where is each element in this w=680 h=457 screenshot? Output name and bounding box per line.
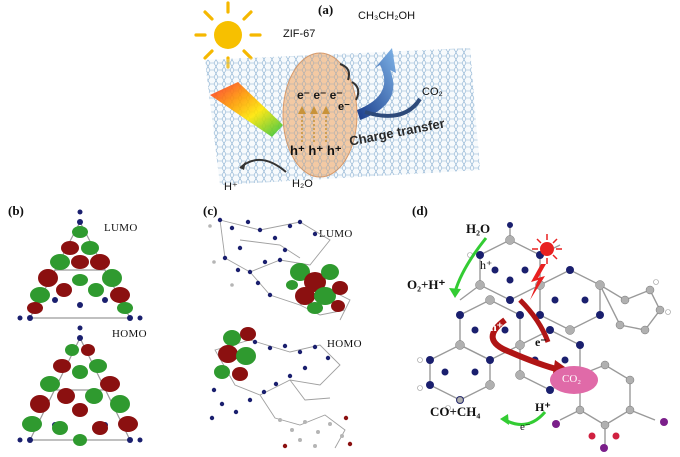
panel-d-electron-bottom-label: e⁻ bbox=[520, 421, 531, 433]
water-label: H₂O bbox=[292, 178, 313, 190]
panel-d-water-label: H₂O bbox=[466, 221, 491, 236]
light-bolt-icon bbox=[530, 234, 562, 300]
co2-label: CO₂ bbox=[422, 86, 443, 98]
ethanol-label: CH₃CH₂OH bbox=[358, 10, 416, 22]
panel-d-electron-label: e⁻ bbox=[535, 335, 547, 349]
proton-label: H⁺ bbox=[224, 181, 238, 193]
panel-d-products-label: CO+CH₄ bbox=[430, 404, 481, 419]
panel-c-lumo-label: LUMO bbox=[319, 228, 353, 240]
electron-single-label: e⁻ bbox=[338, 101, 350, 113]
co2-blob-label: CO₂ bbox=[562, 373, 582, 385]
panel-c-homo-structure bbox=[209, 327, 353, 449]
panel-c-homo-label: HOMO bbox=[327, 338, 362, 350]
zif-label: ZIF-67 bbox=[283, 28, 316, 40]
electrons-label: e⁻ e⁻ e⁻ bbox=[297, 88, 343, 102]
panel-d-oxygen-label: O₂+H⁺ bbox=[407, 277, 446, 292]
panel-b-homo-structure bbox=[17, 325, 143, 446]
panel-b-lumo-structure bbox=[17, 209, 143, 321]
panel-b-label: (b) bbox=[8, 203, 24, 218]
panel-d-label: (d) bbox=[412, 203, 428, 218]
panel-b-homo-label: HOMO bbox=[112, 328, 147, 340]
panel-d-hole-top-label: h⁺ bbox=[480, 258, 493, 272]
panel-a-label: (a) bbox=[318, 2, 334, 17]
panel-c-lumo-structure bbox=[208, 217, 351, 321]
sun-icon bbox=[194, 1, 262, 69]
panel-d-hole-mid-label: h⁺ bbox=[490, 320, 504, 334]
panel-c-label: (c) bbox=[203, 203, 218, 218]
panel-b-lumo-label: LUMO bbox=[104, 222, 138, 234]
holes-label: h⁺ h⁺ h⁺ bbox=[290, 143, 342, 158]
panel-d-proton-label: H⁺ bbox=[535, 400, 551, 414]
